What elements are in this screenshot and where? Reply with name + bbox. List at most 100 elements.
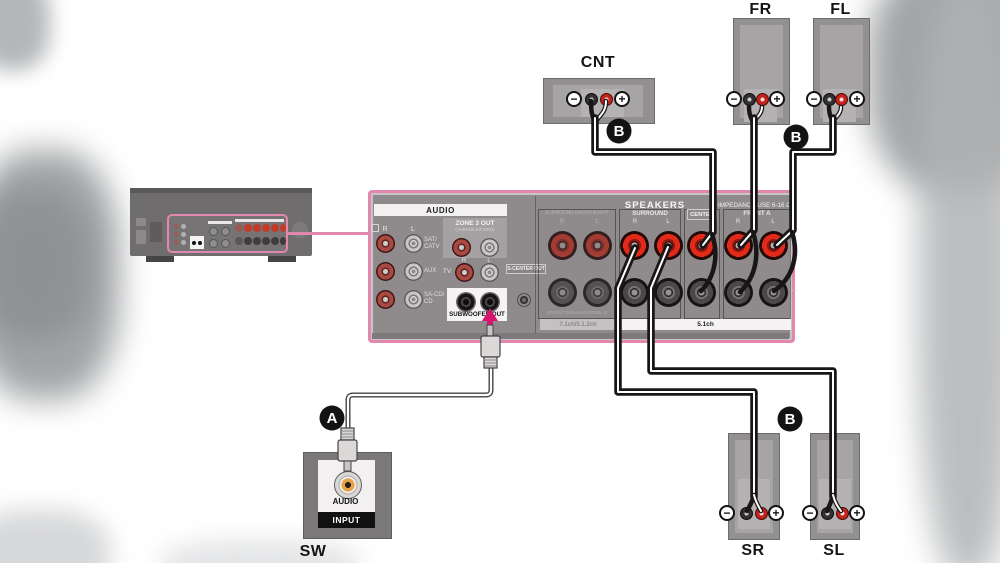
tv-label: TV (442, 268, 452, 275)
badge-b-text: B (791, 129, 802, 146)
fl-plus: + (849, 91, 865, 107)
badge-b-front: B (783, 124, 809, 150)
fr-terminal-negative (743, 93, 756, 106)
zone3-out-subtitle: (VARIABLE/FIXED) (455, 227, 495, 232)
zone3-jack-r (452, 238, 471, 257)
sw-audio-label: AUDIO (332, 497, 359, 506)
terminal-front-a-r-negative (724, 278, 753, 307)
surround-l: L (666, 219, 670, 225)
audio-input-label-sacd: SA-CD/ CD (424, 292, 445, 305)
panel-divider (535, 196, 536, 336)
thumbnail-mini-jack (174, 232, 179, 237)
zone3-out-title: ZONE 3 OUT (455, 220, 495, 227)
terminal-front-a-l-negative (759, 278, 788, 307)
thumbnail-strip (208, 221, 232, 224)
label-fl: FL (830, 1, 851, 18)
thumbnail-fan (292, 222, 308, 238)
thumbnail-mini-jack (221, 227, 230, 236)
tv-jack-l (480, 263, 499, 282)
label-cnt: CNT (580, 54, 616, 71)
thumbnail-mini-jack (198, 241, 202, 245)
thumbnail-foot (146, 256, 174, 262)
fl-terminal-positive (835, 93, 848, 106)
sl-minus: − (802, 505, 818, 521)
thumbnail-terminal (244, 237, 252, 245)
thumbnail-terminal (280, 224, 286, 232)
tv-row-l: L (487, 258, 491, 264)
group-label-front-a: FRONT A (743, 210, 771, 217)
thumbnail-foot (268, 256, 296, 262)
thumbnail-detail (136, 218, 146, 226)
thumbnail-terminal (262, 224, 270, 232)
thumbnail-mini-jack (209, 227, 218, 236)
background-blur (918, 0, 1000, 563)
speaker-cnt (543, 78, 655, 124)
thumbnail-terminal (235, 224, 243, 232)
audio-input-label-aux: AUX (424, 268, 437, 274)
terminal-front-a-l-positive (759, 231, 788, 260)
surround-r: R (632, 219, 638, 225)
group-label-sbh: SURROUND BACK/HEIGHT (544, 210, 610, 216)
background-blur (0, 190, 90, 340)
audio-section-title: AUDIO (426, 205, 455, 215)
thumbnail-mini-jack (181, 232, 186, 237)
audio-column-l: L (411, 226, 415, 233)
sr-minus: − (719, 505, 735, 521)
panel-bottom-strip (372, 333, 789, 339)
speaker-fl (813, 18, 870, 125)
tv-jack-r (455, 263, 474, 282)
fr-plus: + (769, 91, 785, 107)
ch71-bar: 7.1ch/5.1.2ch (540, 319, 616, 330)
thumbnail-terminal (253, 237, 261, 245)
audio-jack-sat-r (376, 234, 395, 253)
subwoofer-out-jack-2 (480, 292, 500, 312)
background-blur (160, 540, 360, 563)
sr-terminal-negative (740, 507, 753, 520)
terminal-surround-r-positive (620, 231, 649, 260)
terminal-sbh-r-positive (548, 231, 577, 260)
sw-input-bar: INPUT (318, 512, 375, 528)
label-fr: FR (749, 1, 772, 18)
speaker-sr-terminal-tab (738, 479, 770, 529)
sw-audio-input-jack (334, 471, 362, 499)
thumbnail-mini-jack (181, 224, 186, 229)
thumbnail-terminal (253, 224, 261, 232)
terminal-center-positive (687, 231, 716, 260)
thumbnail-terminal (271, 237, 279, 245)
terminal-center-negative (687, 278, 716, 307)
audio-jack-sat-l (404, 234, 423, 253)
tv-row-r: R (461, 258, 467, 264)
sl-terminal-negative (821, 507, 834, 520)
badge-b-surround: B (777, 406, 803, 432)
badge-a-text: A (327, 410, 338, 427)
zone3-jack-l (480, 238, 499, 257)
terminal-sbh-l-negative (583, 278, 612, 307)
thumbnail-mini-jack (174, 240, 179, 245)
thumbnail-terminal (235, 237, 243, 245)
thumbnail-mini-jack (174, 224, 179, 229)
thumbnail-highlight-box (167, 214, 288, 253)
sw-input-text: INPUT (332, 515, 361, 525)
speaker-fr (733, 18, 790, 125)
audio-jack-sacd-l (404, 290, 423, 309)
panel-marker (371, 224, 379, 232)
cnt-terminal-positive (600, 93, 613, 106)
thumbnail-detail (136, 230, 146, 244)
center-text: CENTER (690, 211, 714, 218)
thumbnail-strip (235, 219, 284, 222)
cnt-terminal-negative (585, 93, 598, 106)
thumbnail-mini-jack (181, 240, 186, 245)
background-blur (0, 0, 50, 70)
sl-plus: + (849, 505, 865, 521)
front-a-l: L (771, 219, 775, 225)
terminal-front-a-r-positive (724, 231, 753, 260)
ch71-text: 7.1ch/5.1.2ch (559, 321, 597, 328)
thumbnail-terminal (280, 237, 286, 245)
sbh-r: R (559, 219, 565, 225)
label-sw: SW (299, 543, 327, 560)
speaker-sl-terminal-tab (819, 479, 851, 529)
fl-minus: − (806, 91, 822, 107)
label-sl: SL (823, 542, 845, 559)
thumbnail-detail (150, 222, 162, 242)
audio-section-header: AUDIO (374, 204, 507, 216)
